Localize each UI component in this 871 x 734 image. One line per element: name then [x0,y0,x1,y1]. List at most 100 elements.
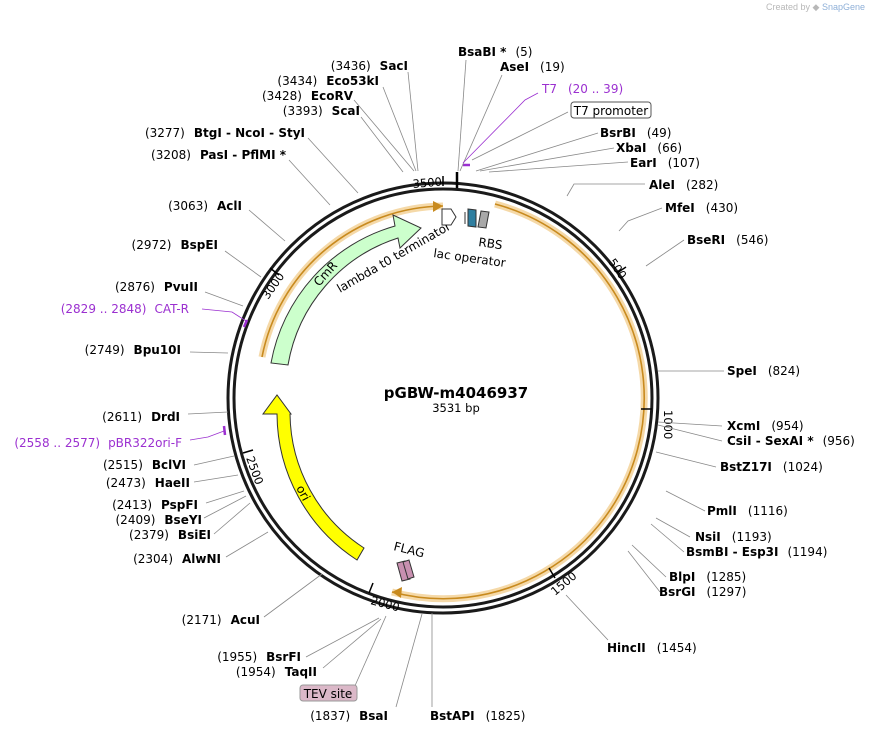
enzyme-haeii: (2473)HaeII [106,476,190,490]
leader-line [307,137,359,194]
leader-line [204,291,244,307]
lambda-terminator-glyph [441,208,457,226]
plasmid-size: 3531 bp [432,401,480,415]
leader-line [382,86,417,172]
tick-label-3500: 3500 [412,174,442,190]
enzyme-csii-sexai: CsiI - SexAI *(956) [727,434,855,448]
enzyme-bsrfi: (1955)BsrFI [217,650,301,664]
enzyme-labels-right: BsaBI *(5) AseI(19) BsrBI(49) XbaI(66) E… [430,45,855,723]
flag-glyph-2 [402,559,415,580]
leader-lines-right [431,59,724,707]
leader-line [203,495,247,519]
leader-line [655,517,691,538]
plasmid-name: pGBW-m4046937 [384,384,528,402]
leader-line [360,116,404,173]
tick-mark [269,267,280,276]
enzyme-bsmbi-esp3i: BsmBI - Esp3I(1194) [686,545,827,559]
leader-line [488,161,629,173]
leader-line [650,523,685,553]
leader-line [322,618,382,669]
t7-promoter-box [570,101,652,119]
lac-operator-glyph [467,208,477,228]
tick-mark [368,582,374,594]
backbone-inner-ring [232,187,654,609]
leader-line [193,474,239,483]
leader-line [471,111,569,161]
leader-line [395,613,423,708]
credit-prefix: Created by [765,2,810,12]
tick-mark [616,266,627,274]
enzyme-labels-left: (3436)SacI (3434)Eco53kI (3428)EcoRV (33… [85,59,408,723]
leader-line [657,421,723,427]
leader-line [459,74,503,172]
leader-line [187,411,229,415]
leader-line [201,308,247,322]
snapgene-credit: Created by ◆ SnapGene [766,2,865,13]
leader-line [193,455,235,466]
enzyme-bsiei: (2379)BsiEI [129,528,211,542]
leader-line [475,132,599,172]
flag-label: FLAG [392,539,426,560]
enzyme-bstapi: BstAPI(1825) [430,709,525,723]
leader-line [248,209,286,242]
snapgene-logo-icon: ◆ [812,2,820,12]
leader-line [407,71,419,172]
leader-line [627,550,661,593]
leader-line [618,207,663,232]
leader-line [645,239,685,267]
enzyme-xbai: XbaI(66) [616,141,682,155]
leader-line [479,147,615,172]
enzyme-bseyi: (2409)BseYI [116,513,203,527]
leader-line [288,159,331,206]
enzyme-blpi: BlpI(1285) [669,570,746,584]
enzyme-bsrgi: BsrGI(1297) [659,585,746,599]
leader-line [189,351,229,354]
enzyme-pasi-pflmi: (3208)PasI - PflMI * [151,148,287,162]
primer-pbr322ori-f-mark [222,425,227,436]
leader-line [205,490,245,504]
enzyme-xcmi: XcmI(954) [727,419,804,433]
orf-arrow-cmr [261,205,444,358]
primer-cat-r-label: (2829 .. 2848)CAT-R [61,302,189,316]
tev-site-box [299,684,358,702]
enzyme-bseri: BseRI(546) [687,233,768,247]
leader-line [631,544,667,578]
leader-line [657,424,723,442]
enzyme-bsabi: BsaBI *(5) [458,45,532,59]
orf-cmr-arrowhead-icon [433,201,443,212]
enzyme-bsai: (1837)BsaI [310,709,388,723]
orf-arrow-main [391,203,645,600]
enzyme-acui: (2171)AcuI [182,613,260,627]
enzyme-asei: AseI(19) [500,60,565,74]
enzyme-eco53ki: (3434)Eco53kI [277,74,379,88]
enzyme-acli: (3063)AclI [168,199,242,213]
ori-feature-arrow [262,394,365,561]
enzyme-pvuii: (2876)PvuII [115,280,198,294]
enzyme-mfei: MfeI(430) [665,201,738,215]
leader-line [263,573,323,618]
enzyme-alei: AleI(282) [649,178,718,192]
enzyme-bspei: (2972)BspEI [132,238,218,252]
leader-line [213,502,251,535]
leader-line [189,430,225,441]
enzyme-taqii: (1954)TaqII [236,665,317,679]
enzyme-nsii: NsiI(1193) [695,530,772,544]
enzyme-eari: EarI(107) [630,156,700,170]
leader-line [225,531,269,558]
enzyme-alwni: (2304)AlwNI [133,552,221,566]
leader-line [224,250,262,278]
orf-main-arrowhead-icon [392,587,402,598]
enzyme-spei: SpeI(824) [727,364,800,378]
leader-line [655,451,717,468]
t7-promoter-label: T7 promoter [573,104,649,118]
leader-line [457,59,467,172]
primer-cat-r-mark [242,319,249,328]
enzyme-bsrbi: BsrBI(49) [600,126,671,140]
rbs-glyph [477,210,490,229]
leader-line [353,99,415,172]
tick-mark [548,567,556,579]
enzyme-bpu10i: (2749)Bpu10I [85,343,181,357]
enzyme-drdi: (2611)DrdI [102,410,180,424]
leader-line [462,92,539,164]
